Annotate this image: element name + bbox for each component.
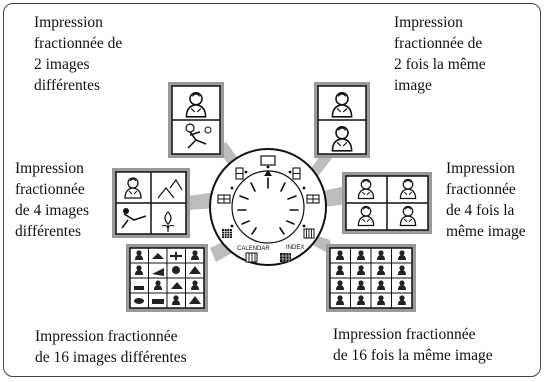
panel-4-different (112, 168, 190, 238)
mode-dial: CALENDAR INDEX (209, 148, 327, 266)
panel-2-same (314, 82, 370, 158)
single-frame-icon (260, 155, 276, 166)
index-icon (280, 253, 291, 262)
sixteen-frame-left-icon (222, 229, 232, 238)
index-label: INDEX (286, 245, 304, 251)
connector-mid-left (188, 192, 216, 210)
calendar-label: CALENDAR (237, 246, 270, 252)
two-frame-right-icon (292, 167, 301, 180)
sixteen-frame-right-icon (303, 228, 315, 239)
four-frame-right-icon (306, 194, 320, 204)
panel-16-different (126, 244, 208, 312)
panel-2-different (168, 82, 224, 158)
panel-4-same (342, 172, 432, 234)
diagram-frame (3, 3, 541, 377)
calendar-icon (245, 252, 258, 263)
four-frame-left-icon (217, 194, 231, 204)
panel-16-same (326, 244, 416, 312)
two-frame-left-icon (235, 167, 244, 180)
